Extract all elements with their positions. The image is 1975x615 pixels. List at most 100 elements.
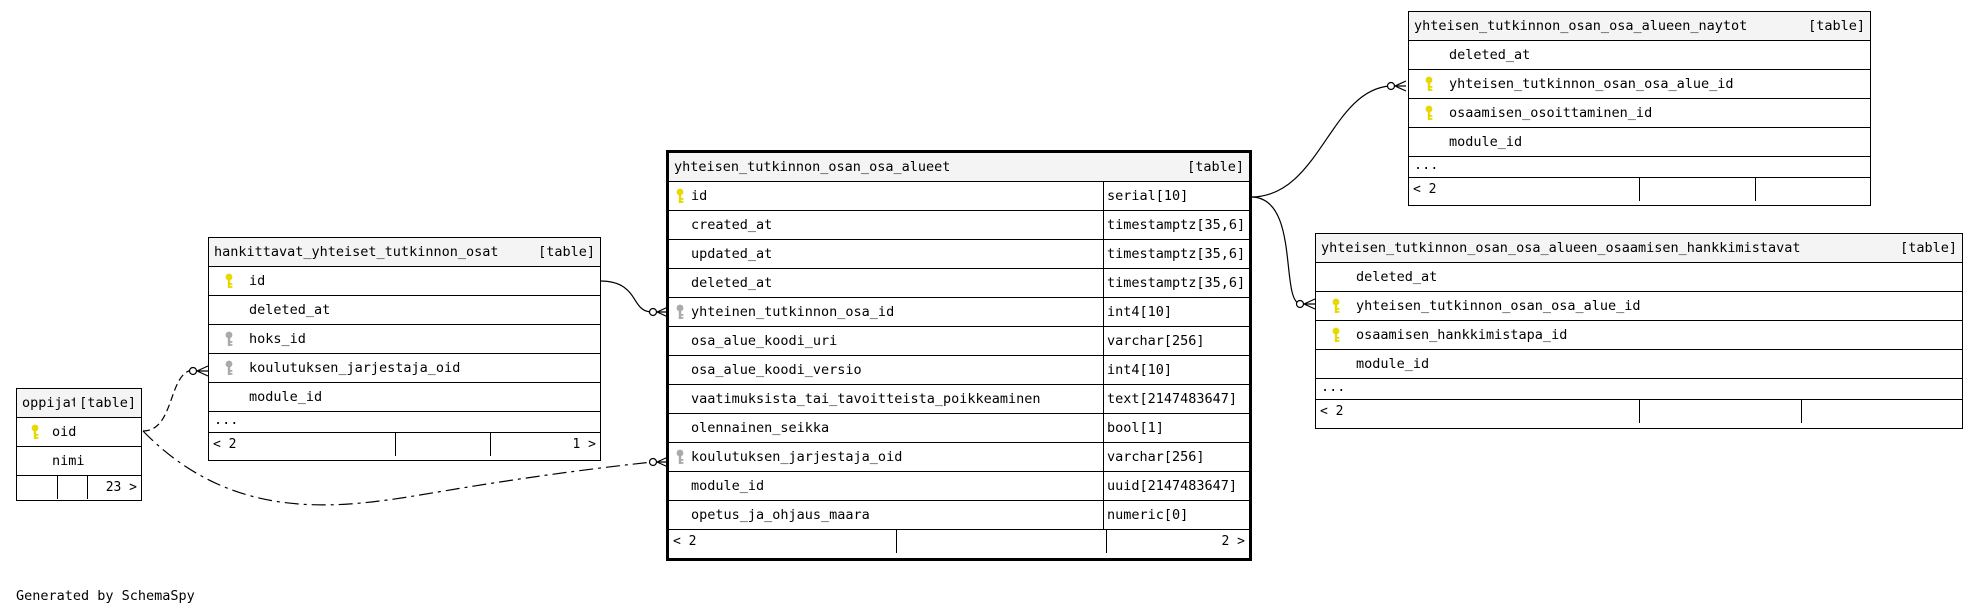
relation-end-circle	[188, 366, 198, 376]
key-cell	[1316, 292, 1356, 320]
key-cell	[17, 447, 52, 475]
column-type: timestamptz[35,6]	[1103, 269, 1249, 297]
column-row[interactable]: id serial[10]	[669, 182, 1249, 211]
key-cell	[669, 414, 691, 442]
relation-hankittavat-main	[599, 280, 653, 313]
column-name: opetus_ja_ohjaus_maara	[691, 507, 870, 523]
footer-mid	[57, 476, 87, 499]
column-row[interactable]: oid	[17, 418, 141, 447]
column-row[interactable]: nimi	[17, 447, 141, 476]
footer-mid	[1639, 178, 1755, 201]
footer-left-nav[interactable]: < 2	[673, 534, 697, 549]
footer-right-nav[interactable]	[1801, 400, 1962, 423]
table-header[interactable]: yhteisen_tutkinnon_osan_osa_alueet [tabl…	[669, 153, 1249, 182]
column-name: module_id	[1449, 134, 1523, 150]
column-row[interactable]: vaatimuksista_tai_tavoitteista_poikkeami…	[669, 385, 1249, 414]
table-footer: < 2	[1316, 400, 1962, 423]
key-cell	[1409, 70, 1449, 98]
column-row[interactable]: id	[209, 267, 600, 296]
column-row[interactable]: hoks_id	[209, 325, 600, 354]
table-yhteisen-tutkinnon-osan-osa-alueet[interactable]: yhteisen_tutkinnon_osan_osa_alueet [tabl…	[666, 150, 1252, 561]
table-header[interactable]: yhteisen_tutkinnon_osan_osa_alueen_nayto…	[1409, 12, 1870, 41]
column-name: module_id	[1356, 356, 1430, 372]
column-row[interactable]: deleted_at	[1409, 41, 1870, 70]
footer-mid	[896, 530, 1106, 553]
table-header[interactable]: hankittavat_yhteiset_tutkinnon_osat [tab…	[209, 238, 600, 267]
column-row[interactable]: koulutuksen_jarjestaja_oid	[209, 354, 600, 383]
footer-left-nav[interactable]: < 2	[213, 437, 237, 452]
table-footer: < 2	[1409, 178, 1870, 201]
primary-key-icon	[676, 188, 684, 203]
relation-crowfoot	[196, 365, 209, 377]
primary-key-icon	[31, 424, 38, 439]
foreign-key-icon	[225, 360, 233, 375]
table-hankittavat-yhteiset-tutkinnon-osat[interactable]: hankittavat_yhteiset_tutkinnon_osat [tab…	[208, 237, 601, 461]
column-name: deleted_at	[691, 275, 773, 291]
footer-mid	[1639, 400, 1801, 423]
key-cell	[669, 356, 691, 384]
column-name: osa_alue_koodi_uri	[691, 333, 838, 349]
column-type: text[2147483647]	[1103, 385, 1249, 413]
footer-left-nav[interactable]: < 2	[1320, 404, 1344, 419]
column-row[interactable]: deleted_at	[1316, 263, 1962, 292]
table-header[interactable]: yhteisen_tutkinnon_osan_osa_alueen_osaam…	[1316, 234, 1962, 263]
key-cell	[209, 267, 249, 295]
column-type: uuid[2147483647]	[1103, 472, 1249, 500]
column-type: serial[10]	[1103, 182, 1249, 210]
column-name: osa_alue_koodi_versio	[691, 362, 862, 378]
column-row[interactable]: module_id	[1409, 128, 1870, 157]
table-yhteisen-tutkinnon-osan-osa-alueen-osaamisen-hankkimistavat[interactable]: yhteisen_tutkinnon_osan_osa_alueen_osaam…	[1315, 233, 1963, 429]
key-cell	[209, 296, 249, 324]
column-name: osaamisen_hankkimistapa_id	[1356, 327, 1568, 343]
column-name: osaamisen_osoittaminen_id	[1449, 105, 1653, 121]
column-name: hoks_id	[249, 331, 306, 347]
key-cell	[1409, 41, 1449, 69]
column-name: module_id	[691, 478, 765, 494]
footer-right-nav[interactable]: 23 >	[87, 476, 141, 499]
relation-end-circle	[648, 457, 658, 467]
table-header[interactable]: oppijat [table]	[17, 389, 141, 418]
footer-right-nav[interactable]	[1755, 178, 1870, 201]
footer-right-nav[interactable]: 1 >	[490, 433, 600, 456]
column-name: yhteisen_tutkinnon_osan_osa_alue_id	[1356, 298, 1641, 314]
relation-crowfoot	[1303, 298, 1316, 310]
relation-main-hankkimistavat	[1250, 196, 1301, 305]
column-row[interactable]: module_id uuid[2147483647]	[669, 472, 1249, 501]
table-title: yhteisen_tutkinnon_osan_osa_alueet	[674, 159, 951, 175]
table-kind-label: [table]	[1900, 240, 1957, 256]
footer-right-nav[interactable]: 2 >	[1106, 530, 1249, 553]
column-row[interactable]: deleted_at	[209, 296, 600, 325]
more-columns-ellipsis: ...	[1316, 379, 1962, 400]
table-title: hankittavat_yhteiset_tutkinnon_osat	[214, 244, 499, 260]
column-row[interactable]: osaamisen_osoittaminen_id	[1409, 99, 1870, 128]
column-row[interactable]: yhteisen_tutkinnon_osan_osa_alue_id	[1316, 292, 1962, 321]
relation-end-circle	[1386, 81, 1396, 91]
column-row[interactable]: yhteisen_tutkinnon_osan_osa_alue_id	[1409, 70, 1870, 99]
column-row[interactable]: osaamisen_hankkimistapa_id	[1316, 321, 1962, 350]
key-cell	[1409, 128, 1449, 156]
column-row[interactable]: deleted_at timestamptz[35,6]	[669, 269, 1249, 298]
footer-left-nav[interactable]: < 2	[1413, 182, 1437, 197]
column-type: timestamptz[35,6]	[1103, 240, 1249, 268]
column-row[interactable]: module_id	[209, 383, 600, 412]
relation-main-naytot	[1250, 85, 1391, 198]
table-yhteisen-tutkinnon-osan-osa-alueen-naytot[interactable]: yhteisen_tutkinnon_osan_osa_alueen_nayto…	[1408, 11, 1871, 206]
column-name: deleted_at	[1449, 47, 1531, 63]
key-cell	[669, 327, 691, 355]
table-footer: < 2 1 >	[209, 433, 600, 456]
column-row[interactable]: module_id	[1316, 350, 1962, 379]
key-cell	[209, 325, 249, 353]
key-cell	[669, 269, 691, 297]
column-name: id	[691, 188, 708, 204]
table-footer: < 2 2 >	[669, 530, 1249, 553]
foreign-key-icon	[676, 449, 684, 464]
